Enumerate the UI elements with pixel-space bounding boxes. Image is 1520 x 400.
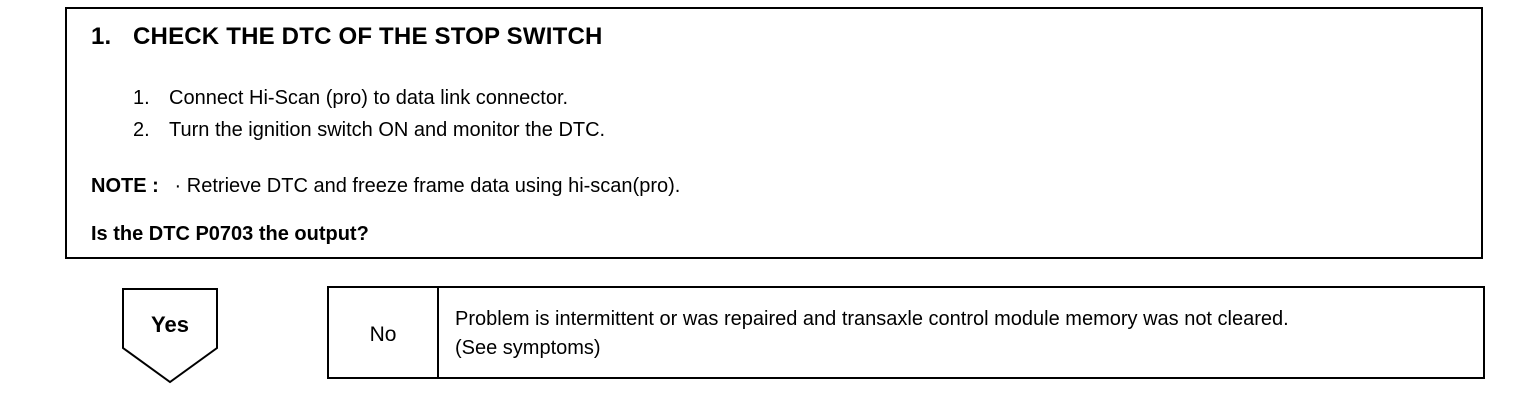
procedure-step-text: Connect Hi-Scan (pro) to data link conne… [169,87,569,109]
no-result-line-2: (See symptoms) [455,337,601,359]
yes-arrow-outline [122,288,218,384]
procedure-steps-list: 1. Connect Hi-Scan (pro) to data link con… [133,82,605,146]
procedure-step: 1. Connect Hi-Scan (pro) to data link con… [133,82,605,114]
note-text: Retrieve DTC and freeze frame data using… [186,175,681,197]
no-result-line-1: Problem is intermittent or was repaired … [455,308,1289,330]
note: NOTE : ·Retrieve DTC and freeze frame dat… [91,175,680,198]
procedure-step: 2. Turn the ignition switch ON and monito… [133,114,605,146]
no-result-text: Problem is intermittent or was repaired … [455,305,1289,363]
procedure-step-text: Turn the ignition switch ON and monitor … [169,119,606,141]
check-step-box: 1. CHECK THE DTC OF THE STOP SWITCH 1. Con… [65,7,1483,259]
decision-question: Is the DTC P0703 the output? [91,223,369,245]
check-step-number: 1. [91,23,112,50]
procedure-step-number: 2. [133,119,150,141]
note-bullet: · [174,175,182,197]
check-step-title: 1. CHECK THE DTC OF THE STOP SWITCH [91,23,603,51]
no-result-box: No Problem is intermittent or was repair… [327,286,1485,379]
yes-arrow-shape [122,288,218,384]
check-step-title-text: CHECK THE DTC OF THE STOP SWITCH [133,23,603,50]
procedure-step-number: 1. [133,87,150,109]
yes-label: Yes [151,312,189,337]
no-label: No [329,288,439,377]
note-label: NOTE : [91,175,159,197]
